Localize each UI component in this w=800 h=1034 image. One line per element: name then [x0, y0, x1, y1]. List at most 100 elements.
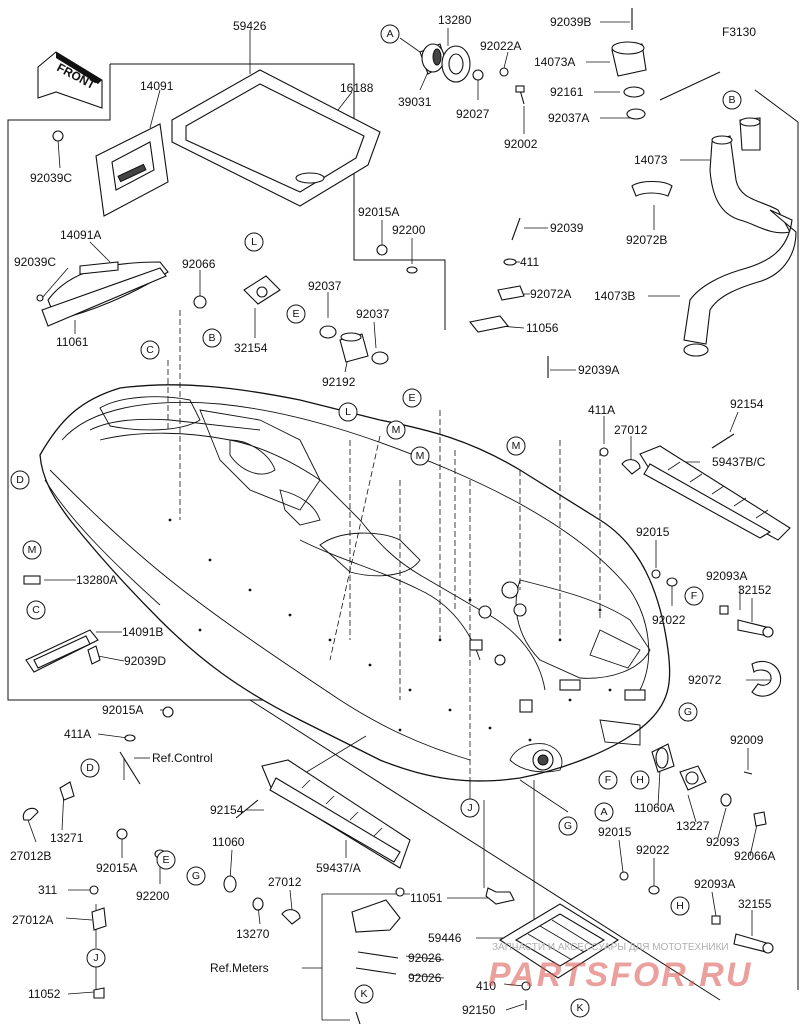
label-92161: 92161 — [550, 85, 584, 99]
svg-text:H: H — [676, 900, 684, 912]
svg-text:M: M — [512, 440, 521, 452]
label-92039a: 92039A — [578, 363, 619, 377]
label-92002: 92002 — [504, 137, 538, 151]
callout-j-stern: J — [460, 798, 480, 818]
svg-text:L: L — [251, 236, 257, 248]
callout-a-stern: A — [594, 802, 614, 822]
label-92066: 92066 — [182, 257, 216, 271]
label-ref-meters: Ref.Meters — [210, 961, 269, 975]
label-13227: 13227 — [676, 819, 710, 833]
label-92039d: 92039D — [124, 654, 166, 668]
callout-c-left: C — [26, 600, 46, 620]
svg-text:M: M — [28, 544, 37, 556]
label-411a-right: 411A — [588, 403, 615, 417]
label-411-top: 411 — [520, 255, 539, 269]
label-92200-mid: 92200 — [136, 889, 170, 903]
callout-f-right: F — [684, 586, 704, 606]
label-92037a: 92037A — [548, 111, 589, 125]
label-14073b: 14073B — [594, 289, 635, 303]
label-92039b: 92039B — [550, 15, 591, 29]
svg-text:C: C — [146, 344, 154, 356]
label-92093: 92093 — [706, 835, 740, 849]
label-59437a: 59437/A — [316, 861, 361, 875]
hull-illustration — [39, 384, 671, 782]
svg-text:C: C — [32, 604, 40, 616]
svg-text:G: G — [564, 820, 572, 832]
label-92192: 92192 — [322, 375, 356, 389]
callout-k-left: K — [354, 984, 374, 1004]
label-59437bc: 59437B/C — [712, 455, 766, 469]
svg-text:M: M — [416, 450, 425, 462]
callout-g-right: G — [678, 702, 698, 722]
svg-text:F: F — [605, 774, 611, 786]
callout-a-top: A — [380, 24, 400, 44]
svg-text:M: M — [392, 424, 401, 436]
label-14091: 14091 — [140, 79, 174, 93]
label-92037-b: 92037 — [356, 307, 390, 321]
label-92027: 92027 — [456, 107, 490, 121]
svg-text:G: G — [684, 706, 692, 718]
label-92015-lower: 92015 — [598, 825, 632, 839]
svg-text:A: A — [600, 806, 607, 818]
svg-text:D: D — [16, 474, 24, 486]
callout-f-stern: F — [598, 770, 618, 790]
front-arrow: FRONT — [37, 51, 103, 109]
callout-b-hull: B — [202, 328, 222, 348]
label-92072a: 92072A — [530, 287, 571, 301]
callout-m-left: M — [22, 540, 42, 560]
label-92150: 92150 — [462, 1003, 496, 1017]
label-92093a-right: 92093A — [706, 569, 747, 583]
label-32155: 32155 — [738, 897, 772, 911]
part-labels: 59426 14091 16188 92039C 14091A 92039C 9… — [10, 13, 775, 1017]
diagram-code: F3130 — [722, 25, 756, 39]
svg-text:A: A — [386, 28, 393, 40]
watermark-tagline: ЗАПЧАСТИ И АКСЕССУАРЫ ДЛЯ МОТОТЕХНИКИ — [492, 942, 729, 953]
svg-text:D: D — [86, 762, 94, 774]
label-11051: 11051 — [410, 891, 443, 905]
label-32154: 32154 — [234, 341, 268, 355]
callout-b-top: B — [722, 90, 742, 110]
callout-d-hull: D — [10, 470, 30, 490]
label-39031: 39031 — [398, 95, 432, 109]
label-92093a-lower: 92093A — [694, 877, 735, 891]
label-16188: 16188 — [340, 81, 374, 95]
callout-m-c: M — [506, 436, 526, 456]
label-92015a-top: 92015A — [358, 205, 399, 219]
svg-text:B: B — [728, 94, 735, 106]
label-92015a-mid: 92015A — [96, 861, 137, 875]
svg-text:J: J — [93, 952, 98, 964]
hull-rivets — [168, 518, 612, 742]
callout-l-top: L — [244, 232, 264, 252]
callout-h-lower: H — [670, 896, 690, 916]
callout-g-left: G — [186, 866, 206, 886]
callout-j-left: J — [86, 948, 106, 968]
label-11052: 11052 — [28, 987, 61, 1001]
callout-e-mid: E — [402, 388, 422, 408]
svg-text:G: G — [192, 870, 200, 882]
label-14091b: 14091B — [122, 625, 163, 639]
label-14073: 14073 — [634, 153, 668, 167]
callout-g-stern: G — [558, 816, 578, 836]
label-92039c-a: 92039C — [30, 171, 72, 185]
svg-text:E: E — [408, 392, 415, 404]
label-11061: 11061 — [56, 335, 89, 349]
label-92022-lower: 92022 — [636, 843, 670, 857]
label-92015-right: 92015 — [636, 525, 670, 539]
label-27012-left: 27012 — [268, 875, 302, 889]
label-92072: 92072 — [688, 673, 722, 687]
callout-m-a: M — [386, 420, 406, 440]
label-59426: 59426 — [233, 19, 267, 33]
label-13271: 13271 — [50, 831, 84, 845]
label-92026-a: 92026 — [408, 951, 442, 965]
parts — [22, 8, 797, 1025]
label-92022a: 92022A — [480, 39, 521, 53]
label-13270: 13270 — [236, 927, 270, 941]
label-ref-control: Ref.Control — [152, 751, 213, 765]
label-59446: 59446 — [428, 931, 462, 945]
label-14091a: 14091A — [60, 228, 101, 242]
callout-l-mid: L — [338, 402, 358, 422]
label-410: 410 — [476, 979, 496, 993]
label-92015a-left: 92015A — [102, 703, 143, 717]
svg-text:L: L — [345, 406, 351, 418]
